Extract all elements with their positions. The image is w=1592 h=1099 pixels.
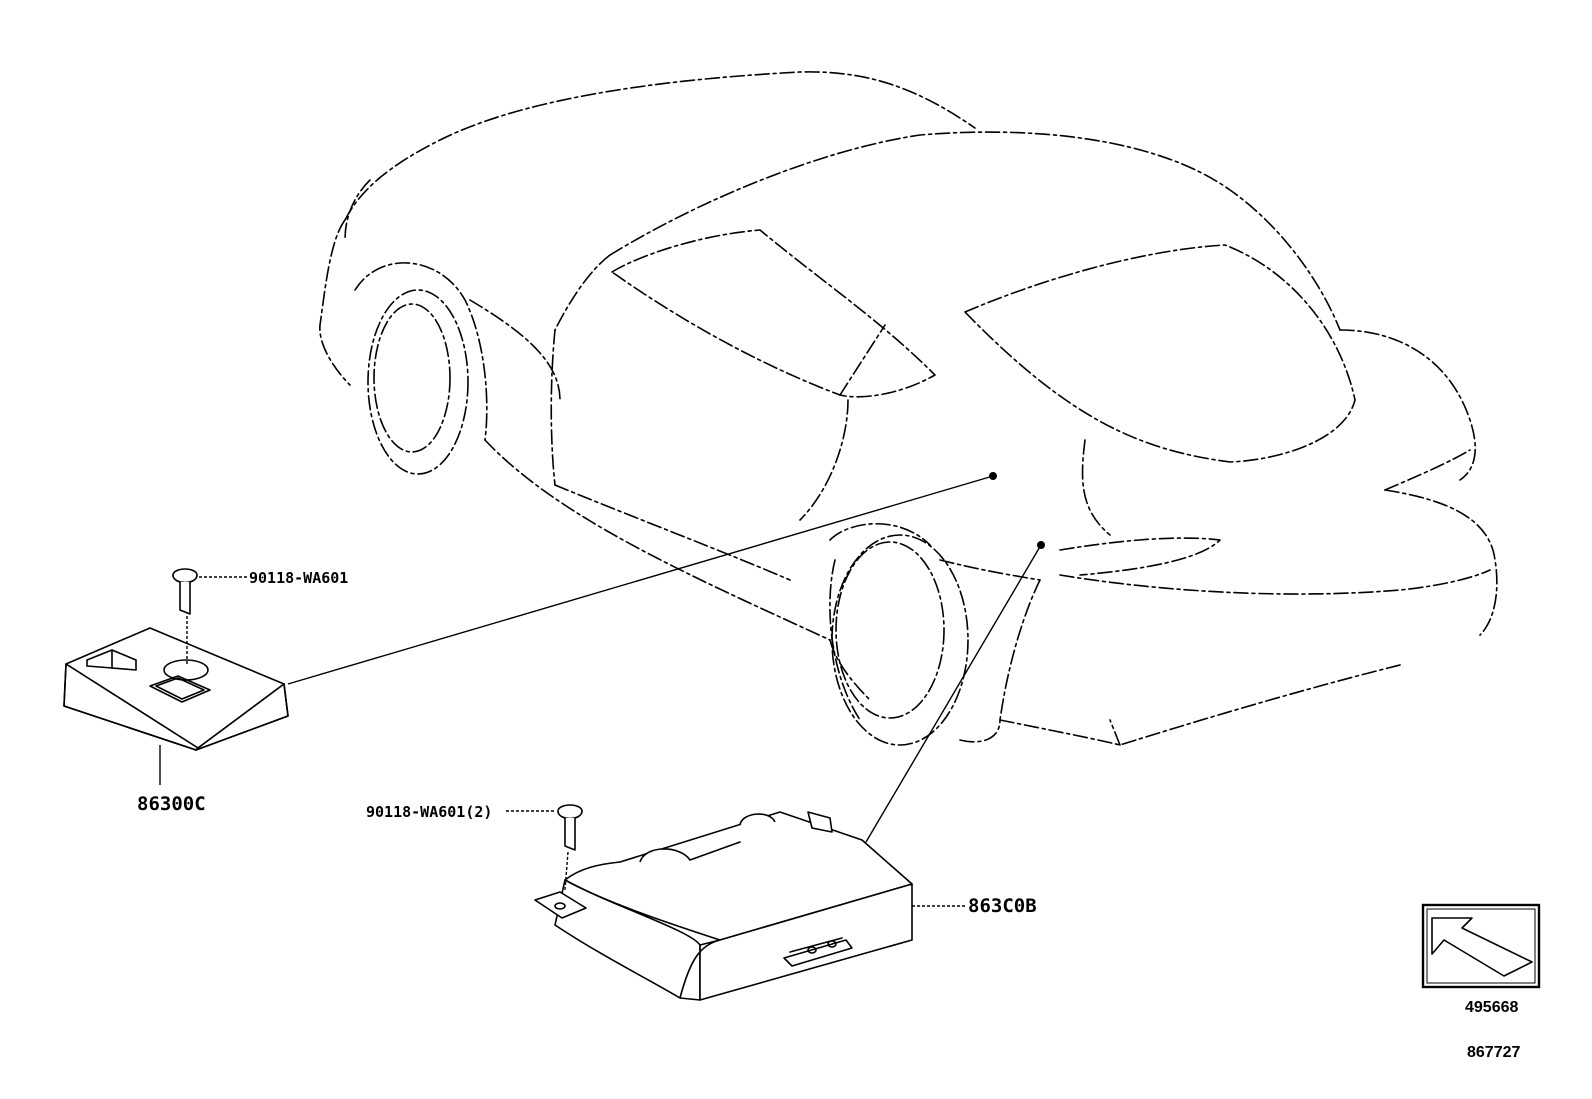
label-module-863c0b: 863C0B	[968, 895, 1037, 917]
module-86300c-drawing	[63, 627, 289, 751]
leader-right-module	[865, 544, 1042, 843]
icon-caption: 495668	[1465, 999, 1518, 1016]
bolt-bottom-drawing	[506, 804, 583, 891]
car-outline	[319, 71, 1498, 746]
leader-left-module	[287, 475, 994, 685]
bolt-top-drawing	[172, 568, 247, 666]
label-module-86300c: 86300C	[137, 793, 206, 815]
module-863c0b-drawing	[534, 811, 913, 1001]
label-bolt-bottom: 90118-WA601(2)	[366, 803, 492, 821]
illustration-number: 867727	[1467, 1044, 1520, 1061]
label-bolt-top: 90118-WA601	[249, 569, 348, 587]
direction-arrow-icon	[1421, 903, 1541, 989]
